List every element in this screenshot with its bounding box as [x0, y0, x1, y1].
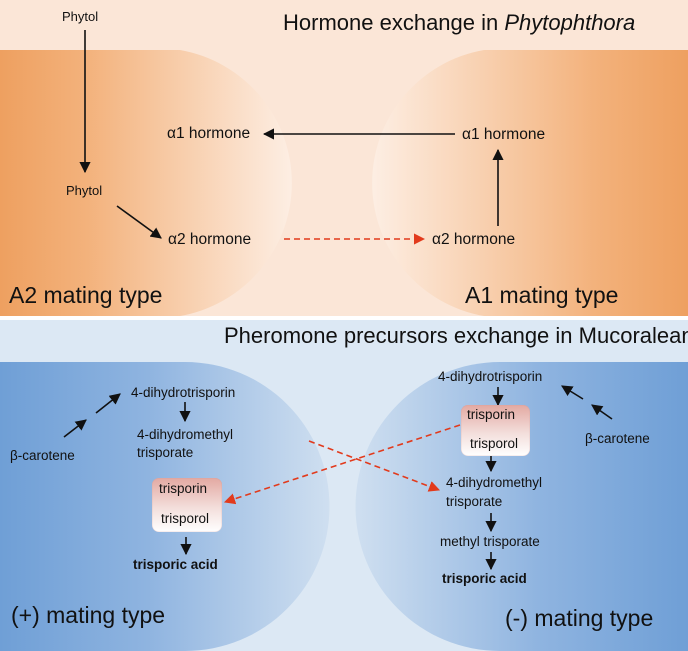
arrow-dhmt-exchange	[308, 440, 441, 492]
plus-mating-type-label: (+) mating type	[11, 602, 166, 628]
phytol-mid-label: Phytol	[66, 183, 103, 198]
minus-trisporin-box: trisporin trisporol	[461, 405, 530, 456]
arrow-phytol-to-alpha2	[116, 205, 162, 239]
arrow-trisporin-exchange	[223, 424, 461, 505]
minus-methyl-trisporate: methyl trisporate	[440, 534, 540, 549]
top-panel-title-genus: Phytophthora	[504, 10, 636, 35]
plus-trisporol: trisporol	[161, 511, 210, 526]
arrow-plus-beta-to-dhtr-2	[95, 393, 121, 414]
minus-cell	[355, 362, 688, 651]
minus-beta-carotene: β-carotene	[585, 431, 650, 446]
a2-alpha2-hormone: α2 hormone	[168, 231, 252, 248]
a1-cell	[372, 50, 688, 316]
plus-beta-carotene: β-carotene	[10, 448, 75, 463]
plus-trisporic-acid: trisporic acid	[133, 557, 218, 572]
arrow-plus-beta-to-dhtr	[63, 419, 87, 438]
minus-dihydrotrisporin: 4-dihydrotrisporin	[438, 369, 543, 384]
a1-alpha1-hormone: α1 hormone	[462, 126, 546, 143]
minus-trisporol: trisporol	[470, 436, 519, 451]
plus-dihydromethyl-line2: trisporate	[137, 445, 194, 460]
phytol-top-label: Phytol	[62, 9, 99, 24]
minus-mating-type-label: (-) mating type	[505, 605, 654, 631]
arrow-minus-beta-to-dhtr	[591, 404, 613, 420]
arrow-minus-beta-to-dhtr-2	[561, 385, 584, 400]
minus-dihydromethyl-line1: 4-dihydromethyl	[446, 475, 543, 490]
minus-trisporic-acid: trisporic acid	[442, 571, 527, 586]
a2-mating-type-label: A2 mating type	[9, 282, 163, 308]
plus-trisporin-box: trisporin trisporol	[152, 478, 222, 532]
a1-mating-type-label: A1 mating type	[465, 282, 619, 308]
a2-cell	[0, 50, 292, 316]
plus-dihydromethyl-line1: 4-dihydromethyl	[137, 427, 234, 442]
minus-trisporin: trisporin	[467, 407, 516, 422]
minus-dihydromethyl-line2: trisporate	[446, 494, 503, 509]
top-panel-title: Hormone exchange in Phytophthora	[283, 10, 636, 35]
plus-dihydrotrisporin: 4-dihydrotrisporin	[131, 385, 236, 400]
plus-trisporin: trisporin	[159, 481, 208, 496]
a1-alpha2-hormone: α2 hormone	[432, 231, 516, 248]
bottom-panel-title: Pheromone precursors exchange in Mucoral…	[224, 323, 688, 348]
a2-alpha1-hormone: α1 hormone	[167, 125, 251, 142]
